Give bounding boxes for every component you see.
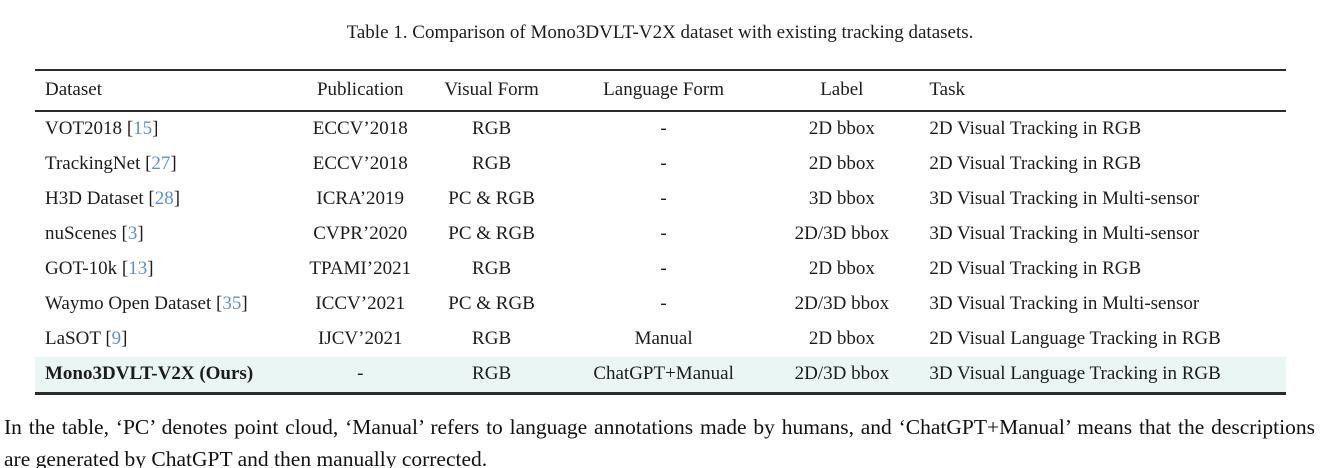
language-form-cell: - [660, 293, 667, 314]
task-cell: 2D Visual Tracking in RGB [929, 258, 1142, 279]
dataset-cell: Waymo Open Dataset [35] [45, 293, 248, 314]
visual-form-cell: PC & RGB [448, 223, 535, 244]
header-label: Label [820, 79, 864, 100]
table-row: H3D Dataset [28] ICRA’2019 PC & RGB - 3D bbo… [35, 182, 1286, 217]
table-row: TrackingNet [27] ECCV’2018 RGB - 2D bbox 2D V… [35, 147, 1286, 182]
label-cell: 2D bbox [808, 118, 875, 139]
language-form-cell: - [660, 258, 667, 279]
table-row: GOT-10k [13] TPAMI’2021 RGB - 2D bbox 2D Visu… [35, 252, 1286, 287]
table-row: VOT2018 [15] ECCV’2018 RGB - 2D bbox 2D Visua… [35, 111, 1286, 147]
dataset-cell: Mono3DVLT-V2X (Ours) [45, 363, 254, 384]
dataset-cell: nuScenes [3] [45, 223, 144, 244]
label-cell: 2D bbox [808, 328, 875, 349]
citation-ref[interactable]: 13 [128, 258, 148, 279]
task-cell: 2D Visual Tracking in RGB [929, 118, 1142, 139]
visual-form-cell: RGB [472, 328, 512, 349]
dataset-cell: TrackingNet [27] [45, 153, 177, 174]
table-row: Mono3DVLT-V2X (Ours) - RGB ChatGPT+Manual 2D… [35, 357, 1286, 394]
publication-cell: ECCV’2018 [312, 153, 408, 174]
table-header: Dataset Publication Visual Form Language… [35, 70, 1286, 111]
citation-ref[interactable]: 35 [222, 293, 242, 314]
label-cell: 2D/3D bbox [794, 223, 890, 244]
label-cell: 2D bbox [808, 153, 875, 174]
comparison-table: Dataset Publication Visual Form Language… [35, 69, 1286, 395]
header-task: Task [929, 79, 966, 100]
task-cell: 2D Visual Tracking in RGB [929, 153, 1142, 174]
visual-form-cell: RGB [472, 153, 512, 174]
label-cell: 3D bbox [808, 188, 875, 209]
dataset-cell: H3D Dataset [28] [45, 188, 181, 209]
task-cell: 3D Visual Tracking in Multi-sensor [929, 293, 1200, 314]
table-row: nuScenes [3] CVPR’2020 PC & RGB - 2D/3D bbox… [35, 217, 1286, 252]
dataset-cell: GOT-10k [13] [45, 258, 154, 279]
dataset-cell: LaSOT [9] [45, 328, 128, 349]
citation-ref[interactable]: 9 [111, 328, 122, 349]
publication-cell: CVPR’2020 [313, 223, 408, 244]
citation-ref[interactable]: 27 [151, 153, 171, 174]
publication-cell: ICRA’2019 [316, 188, 405, 209]
publication-cell: - [357, 363, 364, 384]
language-form-cell: - [660, 188, 667, 209]
label-cell: 2D/3D bbox [794, 363, 890, 384]
visual-form-cell: PC & RGB [448, 188, 535, 209]
label-cell: 2D/3D bbox [794, 293, 890, 314]
label-cell: 2D bbox [808, 258, 875, 279]
header-dataset: Dataset [45, 79, 102, 100]
comparison-table-wrap: Dataset Publication Visual Form Language… [35, 69, 1286, 395]
table-row: Waymo Open Dataset [35] ICCV’2021 PC & RGB… [35, 287, 1286, 322]
header-visual-form: Visual Form [444, 79, 539, 100]
citation-ref[interactable]: 3 [127, 223, 138, 244]
publication-cell: ICCV’2021 [315, 293, 406, 314]
language-form-cell: - [660, 223, 667, 244]
citation-ref[interactable]: 28 [154, 188, 174, 209]
visual-form-cell: RGB [472, 258, 512, 279]
language-form-cell: - [660, 153, 667, 174]
header-publication: Publication [316, 79, 404, 100]
table-caption: Table 1. Comparison of Mono3DVLT-V2X dat… [346, 22, 974, 43]
publication-cell: ECCV’2018 [312, 118, 408, 139]
language-form-cell: Manual [634, 328, 693, 349]
table-footnote: In the table, ‘PC’ denotes point cloud, … [4, 415, 1315, 468]
header-row: Dataset Publication Visual Form Language… [35, 70, 1286, 111]
task-cell: 3D Visual Tracking in Multi-sensor [929, 223, 1200, 244]
table-row: LaSOT [9] IJCV’2021 RGB Manual 2D bbox 2D Vis… [35, 322, 1286, 357]
language-form-cell: - [660, 118, 667, 139]
language-form-cell: ChatGPT+Manual [593, 363, 734, 384]
visual-form-cell: PC & RGB [448, 293, 535, 314]
publication-cell: IJCV’2021 [318, 328, 403, 349]
task-cell: 3D Visual Tracking in Multi-sensor [929, 188, 1200, 209]
dataset-cell: VOT2018 [15] [45, 118, 159, 139]
publication-cell: TPAMI’2021 [309, 258, 412, 279]
header-language-form: Language Form [603, 79, 724, 100]
citation-ref[interactable]: 15 [133, 118, 153, 139]
task-cell: 3D Visual Language Tracking in RGB [929, 363, 1221, 384]
visual-form-cell: RGB [472, 118, 512, 139]
visual-form-cell: RGB [472, 363, 512, 384]
task-cell: 2D Visual Language Tracking in RGB [929, 328, 1221, 349]
